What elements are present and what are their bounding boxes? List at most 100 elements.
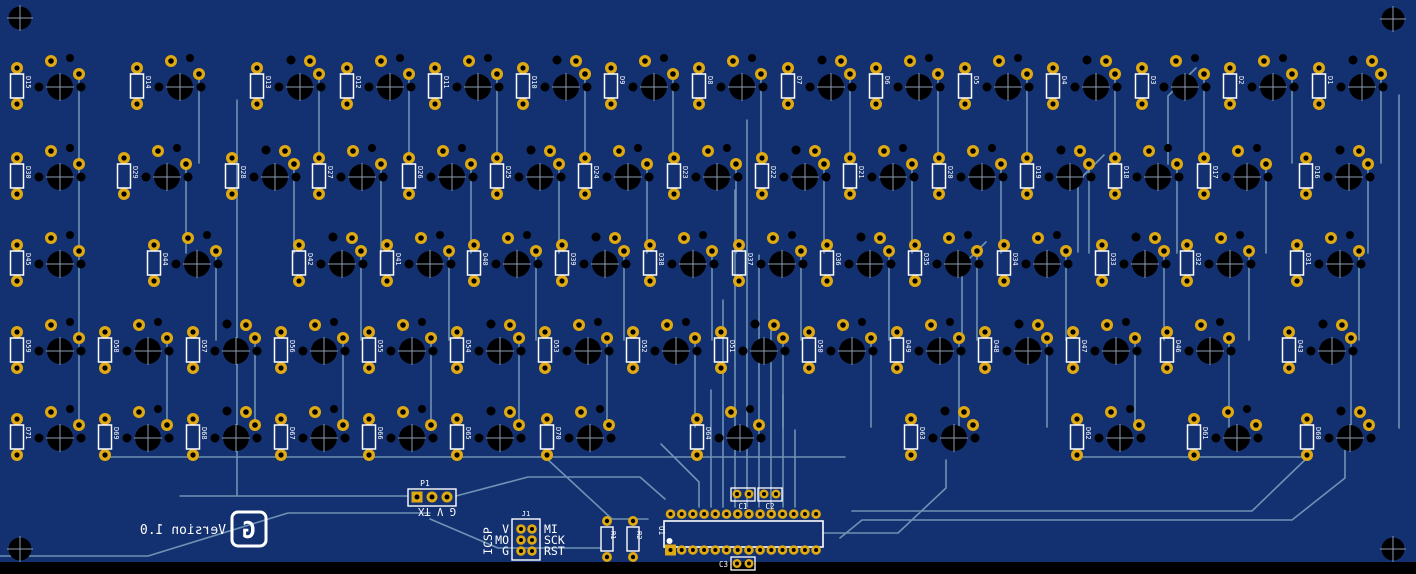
diode-pad xyxy=(275,449,287,461)
header-p1[interactable]: P1 G V TX xyxy=(407,479,457,517)
key-footprint-D68[interactable]: D68 xyxy=(185,406,262,461)
key-footprint-D1[interactable]: D1 xyxy=(1311,55,1388,110)
key-footprint-D54[interactable]: D54 xyxy=(449,319,526,374)
key-footprint-D35[interactable]: D35 xyxy=(907,231,984,287)
key-footprint-D29[interactable]: D29 xyxy=(116,144,193,200)
key-footprint-D28[interactable]: D28 xyxy=(224,145,301,200)
key-footprint-D58[interactable]: D58 xyxy=(97,318,174,374)
capacitor-c3[interactable]: C3 xyxy=(719,556,756,571)
key-footprint-D49[interactable]: D49 xyxy=(889,318,966,374)
key-footprint-D66[interactable]: D66 xyxy=(361,405,438,461)
key-footprint-D50[interactable]: D50 xyxy=(801,318,878,374)
key-footprint-D34[interactable]: D34 xyxy=(996,231,1073,287)
diode-pad xyxy=(1096,275,1108,287)
key-footprint-D63[interactable]: D63 xyxy=(903,406,980,461)
key-footprint-D52[interactable]: D52 xyxy=(625,318,702,374)
key-footprint-D22[interactable]: D22 xyxy=(754,145,831,200)
key-footprint-D37[interactable]: D37 xyxy=(731,231,808,287)
key-footprint-D9[interactable]: D9 xyxy=(603,54,680,110)
key-footprint-D17[interactable]: D17 xyxy=(1196,144,1273,200)
key-footprint-D3[interactable]: D3 xyxy=(1134,54,1211,110)
key-footprint-D25[interactable]: D25 xyxy=(489,145,566,200)
key-footprint-D38[interactable]: D38 xyxy=(642,231,719,287)
icsp-refdes: J1 xyxy=(522,510,530,518)
key-footprint-D2[interactable]: D2 xyxy=(1222,54,1299,110)
key-footprint-D27[interactable]: D27 xyxy=(311,144,388,200)
key-footprint-D51[interactable]: D51 xyxy=(713,319,790,374)
key-footprint-D18[interactable]: D18 xyxy=(1107,144,1184,200)
key-footprint-D48[interactable]: D48 xyxy=(977,319,1054,374)
key-footprint-D5[interactable]: D5 xyxy=(957,54,1034,110)
key-footprint-D20[interactable]: D20 xyxy=(931,144,1008,200)
switch-pin-hole xyxy=(474,433,484,443)
capacitor-c2[interactable]: C2 xyxy=(757,487,783,511)
diode-outline xyxy=(515,73,531,99)
key-footprint-D60[interactable]: D60 xyxy=(1299,406,1376,461)
switch-contact-pad xyxy=(1101,319,1113,331)
diode-pad xyxy=(1161,326,1173,338)
key-footprint-D70[interactable]: D70 xyxy=(539,405,616,461)
key-footprint-D8[interactable]: D8 xyxy=(691,54,768,110)
key-footprint-D46[interactable]: D46 xyxy=(1159,318,1236,374)
silkscreen-logo: G xyxy=(230,510,268,548)
key-footprint-D69[interactable]: D69 xyxy=(97,405,174,461)
key-footprint-D33[interactable]: D33 xyxy=(1094,232,1171,287)
key-footprint-D61[interactable]: D61 xyxy=(1186,405,1263,461)
key-footprint-D7[interactable]: D7 xyxy=(780,55,857,110)
key-footprint-D42[interactable]: D42 xyxy=(291,232,368,287)
key-footprint-D13[interactable]: D13 xyxy=(249,55,326,110)
diode-label: D36 xyxy=(834,253,842,266)
switch-pin-hole xyxy=(564,433,574,443)
key-footprint-D6[interactable]: D6 xyxy=(868,54,945,110)
key-footprint-D31[interactable]: D31 xyxy=(1289,231,1366,287)
diode-pad xyxy=(905,413,917,425)
switch-pin-hole xyxy=(122,346,132,356)
key-footprint-D47[interactable]: D47 xyxy=(1065,318,1142,374)
key-footprint-D23[interactable]: D23 xyxy=(666,144,743,200)
key-footprint-D64[interactable]: D64 xyxy=(689,405,766,461)
resistor-r1[interactable]: R1 xyxy=(600,516,617,562)
key-footprint-D24[interactable]: D24 xyxy=(577,144,654,200)
key-footprint-D30[interactable]: D30 xyxy=(9,144,86,200)
key-footprint-D71[interactable]: D71 xyxy=(9,405,86,461)
icsp-pin-sck: SCK xyxy=(544,533,565,547)
key-footprint-D14[interactable]: D14 xyxy=(129,54,206,110)
header-icsp[interactable]: J1 ICSP V MO G MI SCK RST xyxy=(481,510,565,561)
key-footprint-D15[interactable]: D15 xyxy=(9,54,86,110)
key-footprint-D10[interactable]: D10 xyxy=(515,55,592,110)
key-footprint-D57[interactable]: D57 xyxy=(185,319,262,374)
switch-contact-pad xyxy=(1149,232,1161,244)
key-footprint-D41[interactable]: D41 xyxy=(379,231,456,287)
switch-pin-hole xyxy=(604,346,614,356)
key-footprint-D55[interactable]: D55 xyxy=(361,318,438,374)
key-footprint-D4[interactable]: D4 xyxy=(1045,55,1122,110)
switch-contact-pad xyxy=(504,406,516,418)
key-footprint-D40[interactable]: D40 xyxy=(466,231,543,287)
key-footprint-D16[interactable]: D16 xyxy=(1298,145,1375,200)
capacitor-c1[interactable]: C1 xyxy=(730,487,756,511)
resistor-r2[interactable]: R2 xyxy=(626,516,643,562)
key-footprint-D19[interactable]: D19 xyxy=(1019,145,1096,200)
key-footprint-D56[interactable]: D56 xyxy=(273,318,350,374)
ic-u1[interactable]: U1 xyxy=(657,509,824,556)
key-footprint-D45[interactable]: D45 xyxy=(9,231,86,287)
key-footprint-D21[interactable]: D21 xyxy=(842,144,919,200)
key-footprint-D44[interactable]: D44 xyxy=(146,231,223,287)
mounting-hole xyxy=(7,536,33,562)
key-footprint-D62[interactable]: D62 xyxy=(1069,405,1146,461)
key-footprint-D12[interactable]: D12 xyxy=(339,54,416,110)
key-footprint-D32[interactable]: D32 xyxy=(1179,231,1256,287)
key-footprint-D53[interactable]: D53 xyxy=(537,318,614,374)
key-footprint-D36[interactable]: D36 xyxy=(819,232,896,287)
key-footprint-D39[interactable]: D39 xyxy=(554,232,631,287)
diode-outline xyxy=(868,73,884,99)
key-footprint-D59[interactable]: D59 xyxy=(9,318,86,374)
key-footprint-D26[interactable]: D26 xyxy=(401,144,478,200)
key-footprint-D11[interactable]: D11 xyxy=(427,54,504,110)
key-footprint-D43[interactable]: D43 xyxy=(1281,319,1358,374)
key-footprint-D65[interactable]: D65 xyxy=(449,406,526,461)
key-footprint-D67[interactable]: D67 xyxy=(273,405,350,461)
diode-pad xyxy=(1291,239,1303,251)
diode-outline xyxy=(539,424,555,450)
